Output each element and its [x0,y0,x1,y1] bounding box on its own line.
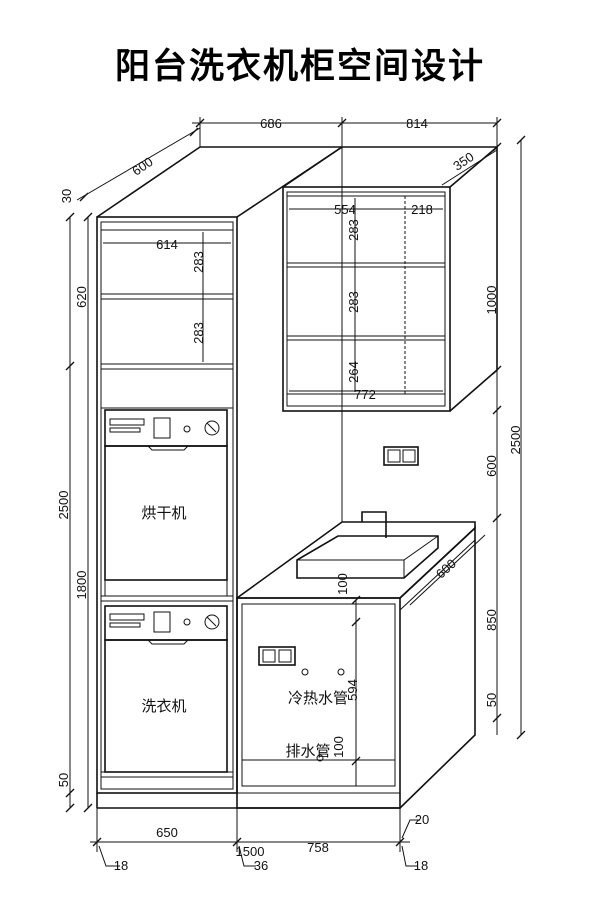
dim-wall-h3: 264 [346,361,361,383]
washer-label: 洗衣机 [141,697,186,715]
sink-basin [296,511,439,579]
dim-wall-h1: 283 [346,219,361,241]
water-pipes-label: 冷热水管 [288,689,348,707]
dim-wall-w2: 218 [411,202,433,217]
dimension-lines [65,117,526,867]
dim-shelf-width: 614 [156,237,178,252]
dryer-label: 烘干机 [141,504,186,522]
dim-shelf-h1: 283 [191,251,206,273]
dim-bottom-left: 650 [156,825,178,840]
dim-wall-w1: 554 [334,202,356,217]
dim-bottom-small-left: 18 [114,858,128,873]
dim-right-wall-cab: 1000 [484,286,499,315]
cold-pipe-icon [337,668,345,676]
dim-left-upper: 620 [74,286,89,308]
dim-wall-h2: 283 [346,291,361,313]
dim-bottom-small-mid: 36 [254,858,268,873]
hot-pipe-icon [301,668,309,676]
dim-top-depth: 600 [129,154,155,179]
page-title: 阳台洗衣机柜空间设计 [114,47,485,87]
dim-pipe-height: 594 [345,679,360,701]
dim-left-lower: 1800 [74,571,89,600]
base-cabinet [236,521,476,809]
dim-left-top-gap: 30 [59,189,74,203]
dim-right-base-cab: 850 [484,609,499,631]
wall-socket [383,446,419,466]
dim-top-left-width: 686 [260,116,282,131]
dim-bottom-right: 758 [307,840,329,855]
drain-pipe-label: 排水管 [285,742,330,760]
dim-wall-inner-width: 772 [354,387,376,402]
dim-bottom-mid: 1500 [236,844,265,859]
base-plinth [96,792,400,809]
cabinet-socket [258,646,296,666]
drain-pipe-icon [316,754,324,762]
dryer-appliance [104,409,228,597]
dim-bottom-top-right: 20 [415,812,429,827]
dim-base-top-offset: 100 [335,573,350,595]
dim-right-gap: 600 [484,455,499,477]
dim-shelf-h2: 283 [191,322,206,344]
dim-wall-cab-depth: 350 [450,149,476,174]
washer-appliance [104,605,228,773]
dim-right-total: 2500 [508,426,523,455]
dim-bottom-small-right: 18 [414,858,428,873]
dim-left-total: 2500 [56,491,71,520]
dim-drain-offset: 100 [331,736,346,758]
dim-top-right-width: 814 [406,116,428,131]
wall-cabinet [282,145,498,412]
dim-base-depth: 600 [433,556,459,582]
dim-left-base: 50 [56,773,71,787]
dim-right-plinth: 50 [484,693,499,707]
